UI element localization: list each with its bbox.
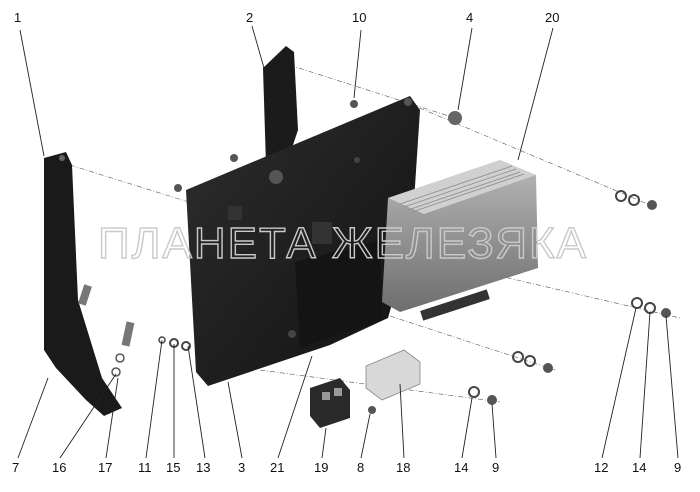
bracket-part-1 xyxy=(44,152,122,416)
callout-3: 3 xyxy=(238,460,245,475)
callout-15: 15 xyxy=(166,460,180,475)
callout-numbers: 1 2 10 4 20 7 16 17 11 15 13 3 21 19 8 1… xyxy=(12,10,681,475)
callout-21: 21 xyxy=(270,460,284,475)
callout-1: 1 xyxy=(14,10,21,25)
callout-14: 14 xyxy=(454,460,468,475)
callout-8: 8 xyxy=(357,460,364,475)
callout-18: 18 xyxy=(396,460,410,475)
connector-part-19 xyxy=(310,378,350,428)
callout-9: 9 xyxy=(492,460,499,475)
leader-lines xyxy=(17,25,679,459)
callout-13: 13 xyxy=(196,460,210,475)
callout-16: 16 xyxy=(52,460,66,475)
fasteners xyxy=(158,100,671,414)
callout-19: 19 xyxy=(314,460,328,475)
control-unit-part-20 xyxy=(382,160,538,321)
callout-17: 17 xyxy=(98,460,112,475)
relay-part-18 xyxy=(365,349,421,401)
callout-11: 11 xyxy=(138,460,152,475)
callout-9b: 9 xyxy=(674,460,681,475)
callout-14b: 14 xyxy=(632,460,646,475)
callout-4: 4 xyxy=(466,10,473,25)
callout-7: 7 xyxy=(12,460,19,475)
callout-12: 12 xyxy=(594,460,608,475)
callout-20: 20 xyxy=(545,10,559,25)
callout-10: 10 xyxy=(352,10,366,25)
bolt-parts-16-17 xyxy=(78,284,135,377)
housing-part-21 xyxy=(295,240,382,348)
watermark-text: ПЛАНЕТА ЖЕЛЕЗЯКА xyxy=(98,219,588,268)
bracket-part-2 xyxy=(263,46,298,165)
callout-2: 2 xyxy=(246,10,253,25)
